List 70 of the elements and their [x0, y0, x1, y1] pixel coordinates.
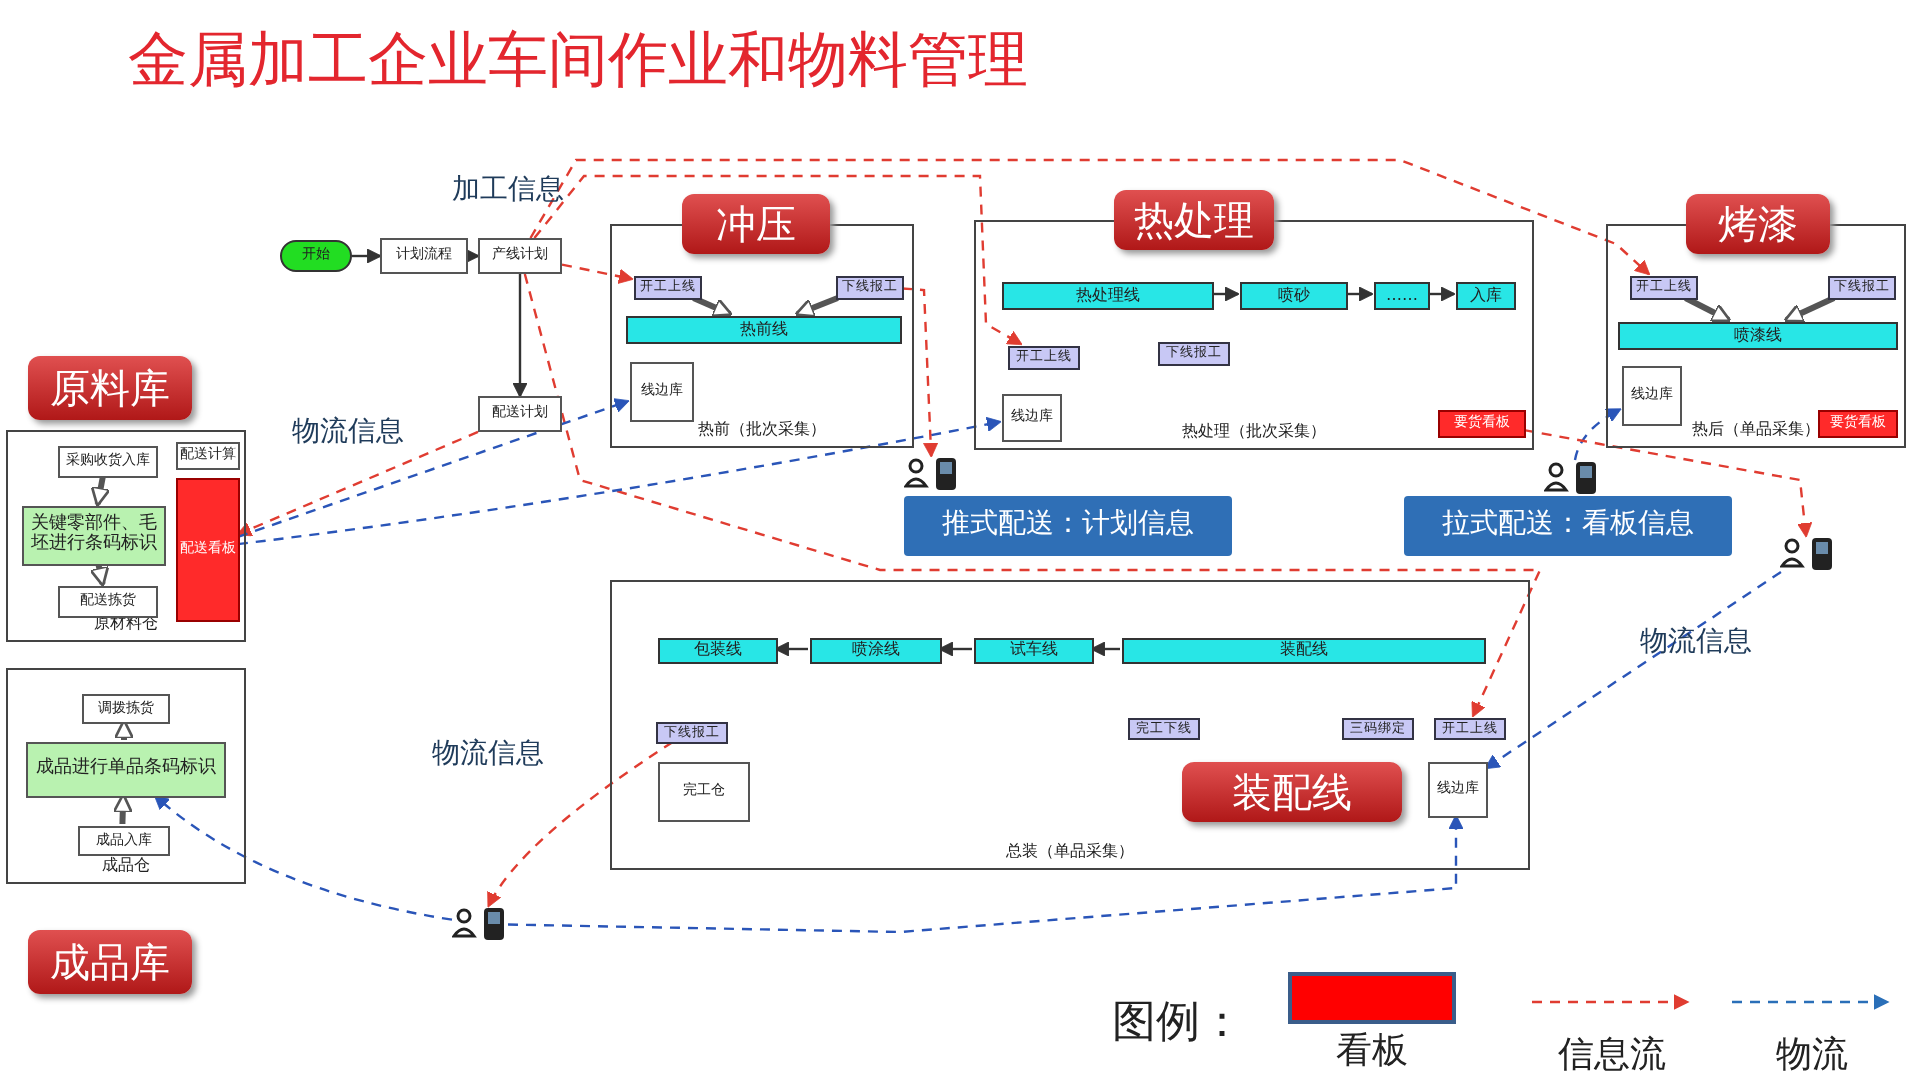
- legend-label: 信息流: [1556, 1032, 1668, 1078]
- worker-scanner-icon: [1780, 536, 1836, 572]
- section-banner: 原料库: [28, 356, 192, 420]
- arrow: [352, 248, 382, 264]
- workshop-panel: [610, 580, 1530, 870]
- section-caption: 热处理（批次采集）: [1180, 424, 1328, 442]
- worker-scanner-icon: [904, 456, 960, 492]
- arrow: [237, 416, 1002, 546]
- arrow: [1090, 641, 1120, 657]
- arrow: [523, 273, 1542, 718]
- delivery-mode-box: 拉式配送：看板信息: [1404, 496, 1732, 556]
- worker-scanner-icon: [1544, 460, 1600, 496]
- production-line-bar: 热前线: [626, 316, 902, 344]
- flow-label: 物流信息: [292, 414, 404, 450]
- section-caption: 热前（批次采集）: [696, 422, 828, 440]
- production-line-bar: 喷涂线: [810, 638, 942, 664]
- arrow: [1212, 286, 1240, 302]
- workshop-panel: [6, 430, 246, 642]
- block-arrow: [90, 475, 111, 508]
- workshop-panel: [6, 668, 246, 884]
- arrow: [236, 430, 479, 537]
- section-banner: 冲压: [682, 194, 830, 254]
- section-banner: 热处理: [1114, 190, 1274, 250]
- flow-label: 加工信息: [452, 172, 564, 208]
- production-line-bar: 喷漆线: [1618, 322, 1898, 350]
- arrow: [1573, 408, 1622, 461]
- worker-scanner-icon: [452, 906, 508, 942]
- legend-heading: 图例：: [1112, 996, 1244, 1052]
- arrow: [153, 794, 453, 921]
- process-box: 关键零部件、毛坯进行条码标识: [22, 506, 166, 566]
- block-arrow: [692, 295, 733, 318]
- process-box: 成品进行单品条码标识: [26, 742, 226, 798]
- section-caption: 热后（单品采集）: [1690, 422, 1822, 440]
- title: 金属加工企业车间作业和物料管理: [128, 24, 1028, 100]
- section-caption: 总装（单品采集）: [1004, 844, 1136, 862]
- section-banner: 成品库: [28, 930, 192, 994]
- section-caption: 成品仓: [100, 858, 152, 876]
- production-line-bar: ……: [1374, 282, 1430, 310]
- arrow: [901, 287, 939, 458]
- section-banner: 装配线: [1182, 762, 1402, 822]
- block-arrow: [1684, 295, 1732, 323]
- arrow: [1428, 286, 1456, 302]
- flow-label: 物流信息: [432, 736, 544, 772]
- arrow: [487, 741, 674, 908]
- delivery-mode-box: 推式配送：计划信息: [904, 496, 1232, 556]
- arrow: [512, 274, 528, 398]
- production-line-bar: 装配线: [1122, 638, 1486, 664]
- flow-label: 物流信息: [1640, 624, 1752, 660]
- block-arrow: [89, 563, 110, 588]
- arrow: [507, 814, 1464, 934]
- arrow: [561, 263, 634, 284]
- arrow: [1523, 428, 1813, 538]
- legend-label: 物流: [1774, 1032, 1850, 1078]
- production-line-bar: 入库: [1456, 282, 1516, 310]
- production-line-bar: 热处理线: [1002, 282, 1214, 310]
- production-line-bar: 试车线: [974, 638, 1094, 664]
- block-arrow: [794, 295, 839, 318]
- arrow: [533, 174, 1023, 346]
- production-line-bar: 包装线: [658, 638, 778, 664]
- section-banner: 烤漆: [1686, 194, 1830, 254]
- arrow: [1484, 571, 1782, 770]
- block-arrow: [1783, 295, 1836, 323]
- arrow: [774, 641, 808, 657]
- arrow: [938, 641, 972, 657]
- arrow: [237, 398, 630, 538]
- legend-label: 看板: [1334, 1028, 1410, 1074]
- arrow: [464, 248, 480, 264]
- production-line-bar: 喷砂: [1240, 282, 1348, 310]
- arrow: [529, 158, 1651, 276]
- arrow: [1346, 286, 1374, 302]
